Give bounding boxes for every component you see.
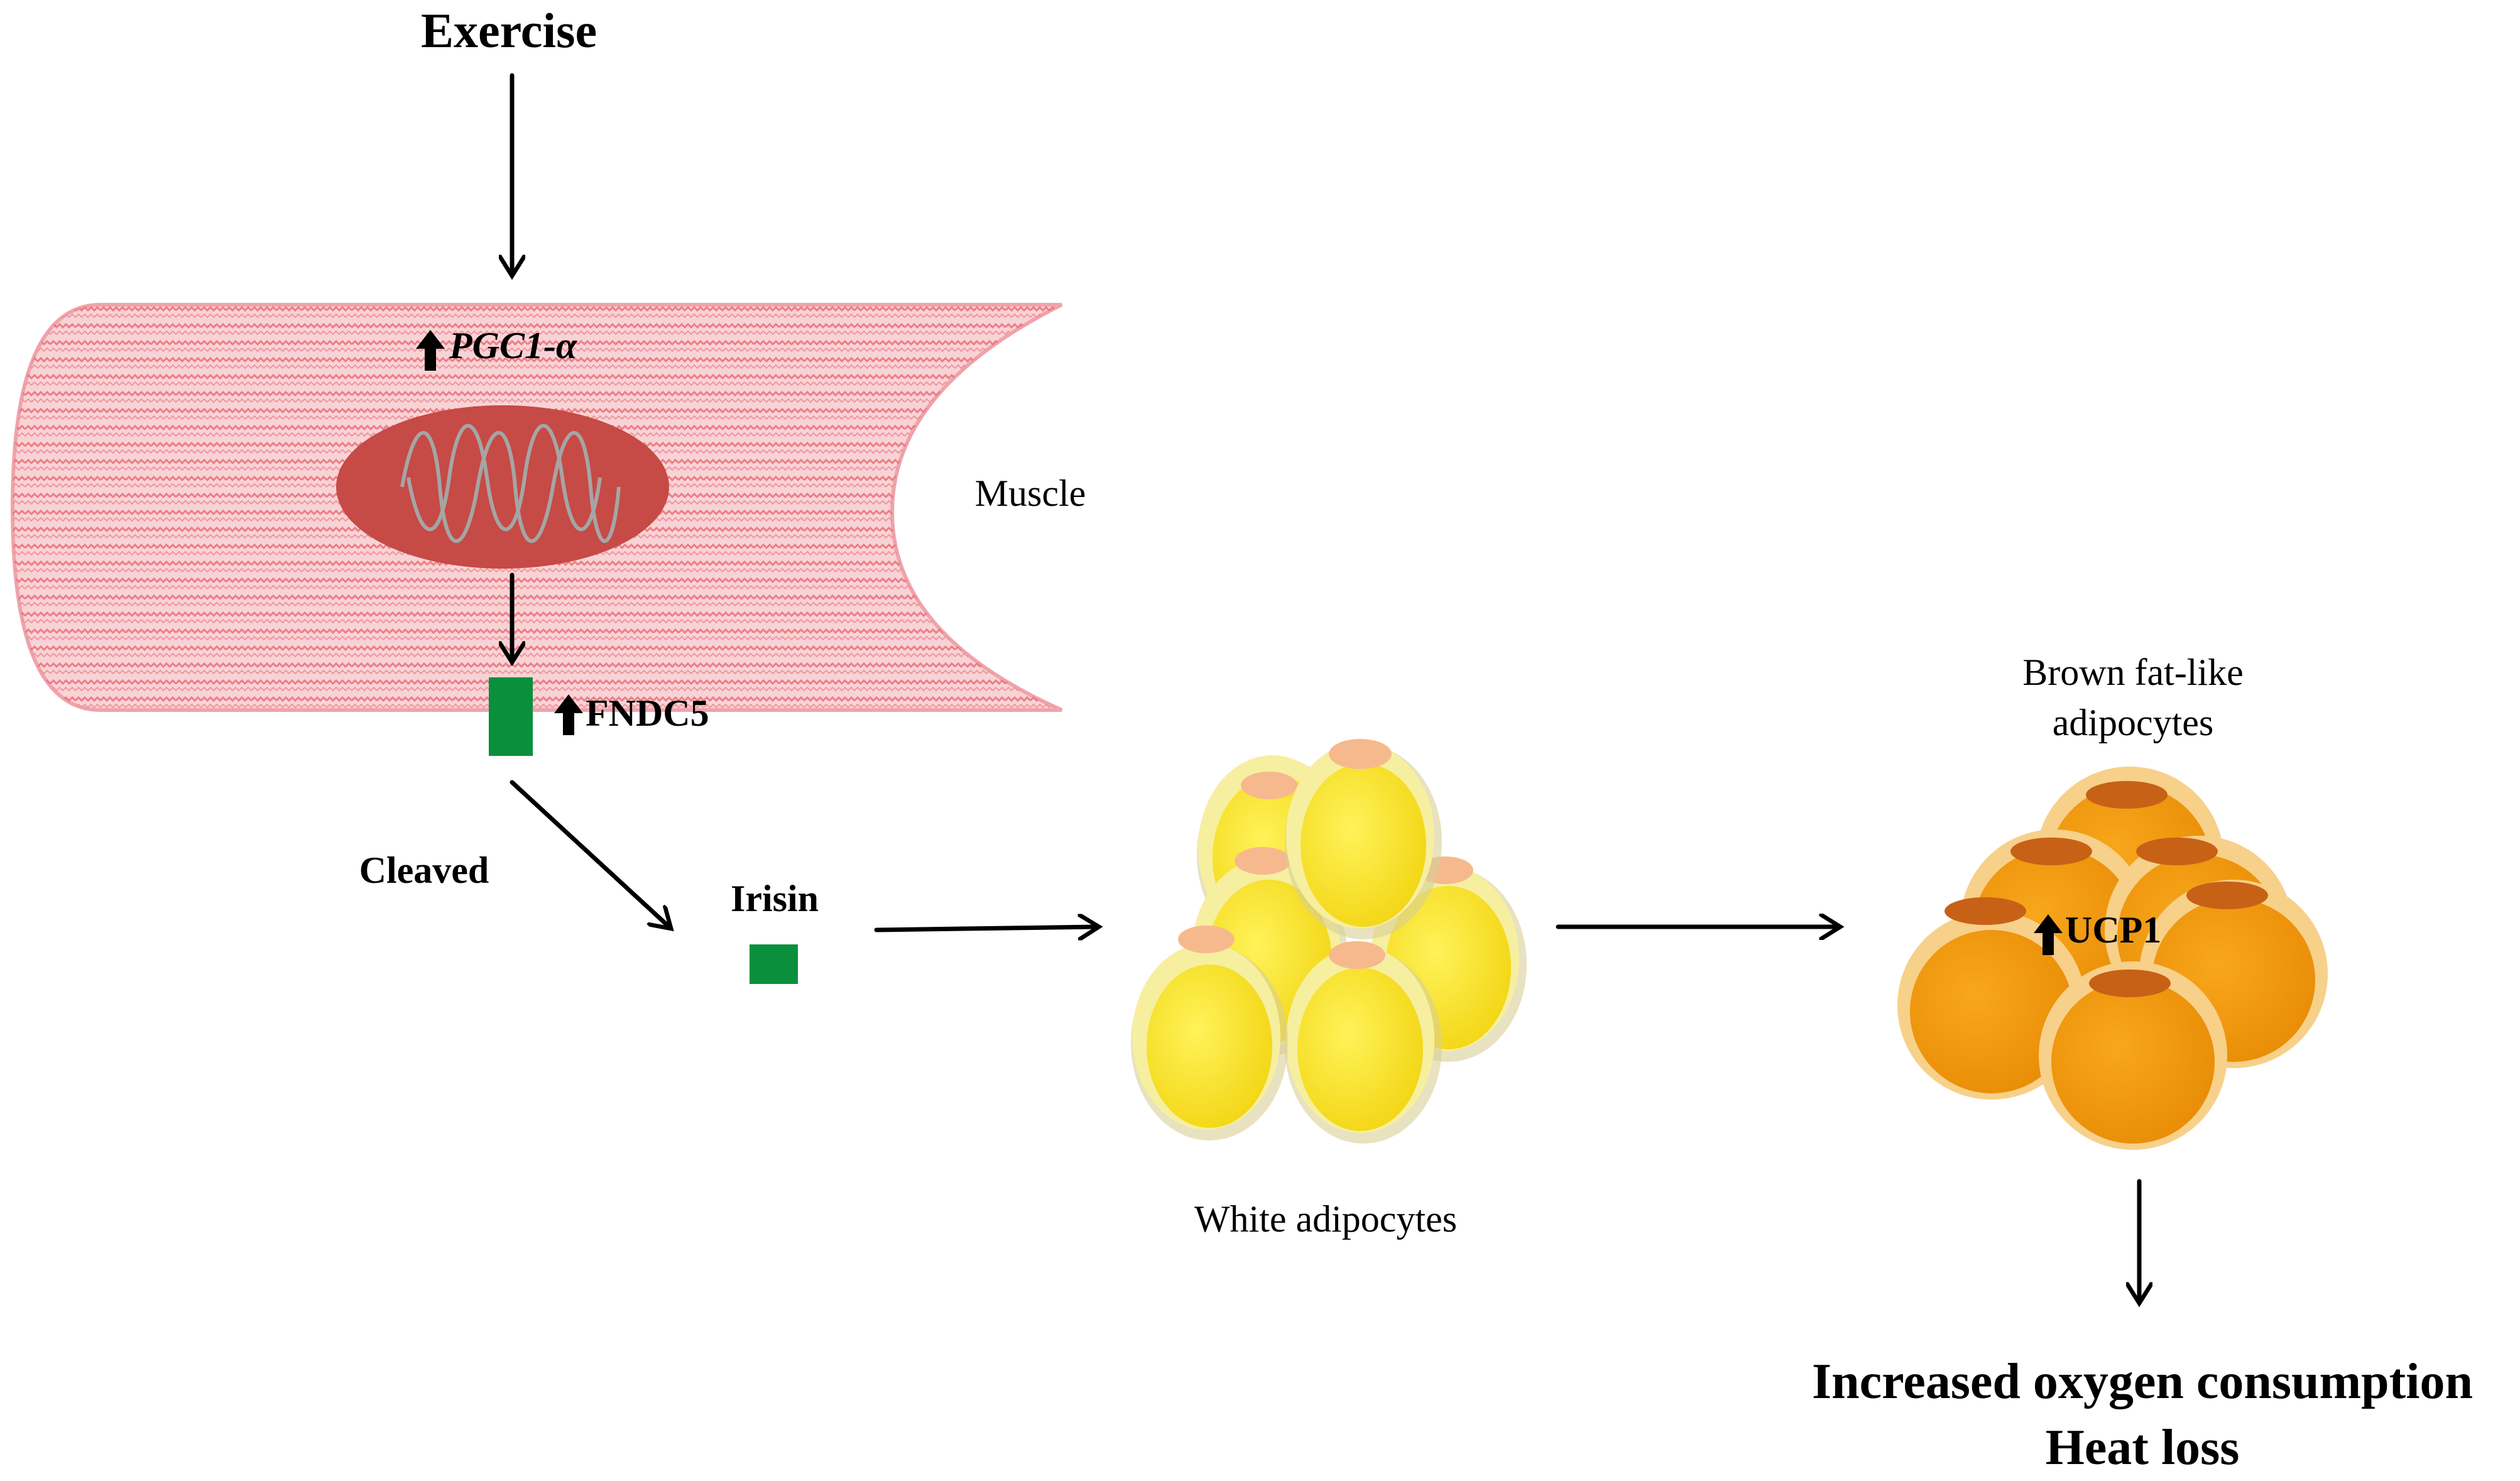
white-adipocytes-cluster bbox=[1131, 739, 1527, 1144]
fndc5-label: FNDC5 bbox=[586, 692, 709, 734]
irisin-to-white-arrow bbox=[874, 927, 1096, 930]
up-arrow-icon bbox=[554, 694, 583, 735]
white-adipocyte bbox=[1285, 739, 1442, 939]
dna-coil bbox=[400, 424, 621, 544]
white-adipocyte bbox=[1285, 941, 1442, 1144]
up-arrow-icon bbox=[2034, 914, 2063, 955]
muscle-label: Muscle bbox=[975, 473, 1086, 514]
cleaved-arrow bbox=[510, 780, 669, 927]
exercise-label: Exercise bbox=[421, 3, 597, 58]
nucleus bbox=[336, 405, 669, 569]
up-arrow-icon bbox=[416, 330, 445, 371]
outcome-label-line1: Increased oxygen consumption bbox=[1812, 1354, 2473, 1409]
brown-adipocytes-cluster bbox=[1897, 767, 2328, 1150]
fndc5-marker: FNDC5 bbox=[554, 692, 709, 735]
ucp1-label: UCP1 bbox=[2065, 909, 2161, 951]
ucp1-marker: UCP1 bbox=[2034, 909, 2161, 955]
irisin-label: Irisin bbox=[731, 878, 819, 919]
brown-adipocyte bbox=[2039, 961, 2227, 1150]
pgc1a-label: PGC1-α bbox=[449, 325, 577, 366]
fndc5-block bbox=[489, 677, 533, 756]
irisin-block bbox=[750, 944, 798, 984]
white-adipocyte bbox=[1131, 926, 1288, 1140]
brown-adipocyte bbox=[1897, 897, 2086, 1100]
cleaved-label: Cleaved bbox=[359, 850, 489, 891]
outcome-label-line2: Heat loss bbox=[2046, 1420, 2240, 1475]
brown-adipocytes-label-line2: adipocytes bbox=[2053, 702, 2214, 743]
brown-adipocytes-label-line1: Brown fat-like bbox=[2022, 652, 2244, 693]
white-adipocytes-label: White adipocytes bbox=[1194, 1198, 1457, 1240]
pgc1a-marker: PGC1-α bbox=[416, 325, 577, 371]
